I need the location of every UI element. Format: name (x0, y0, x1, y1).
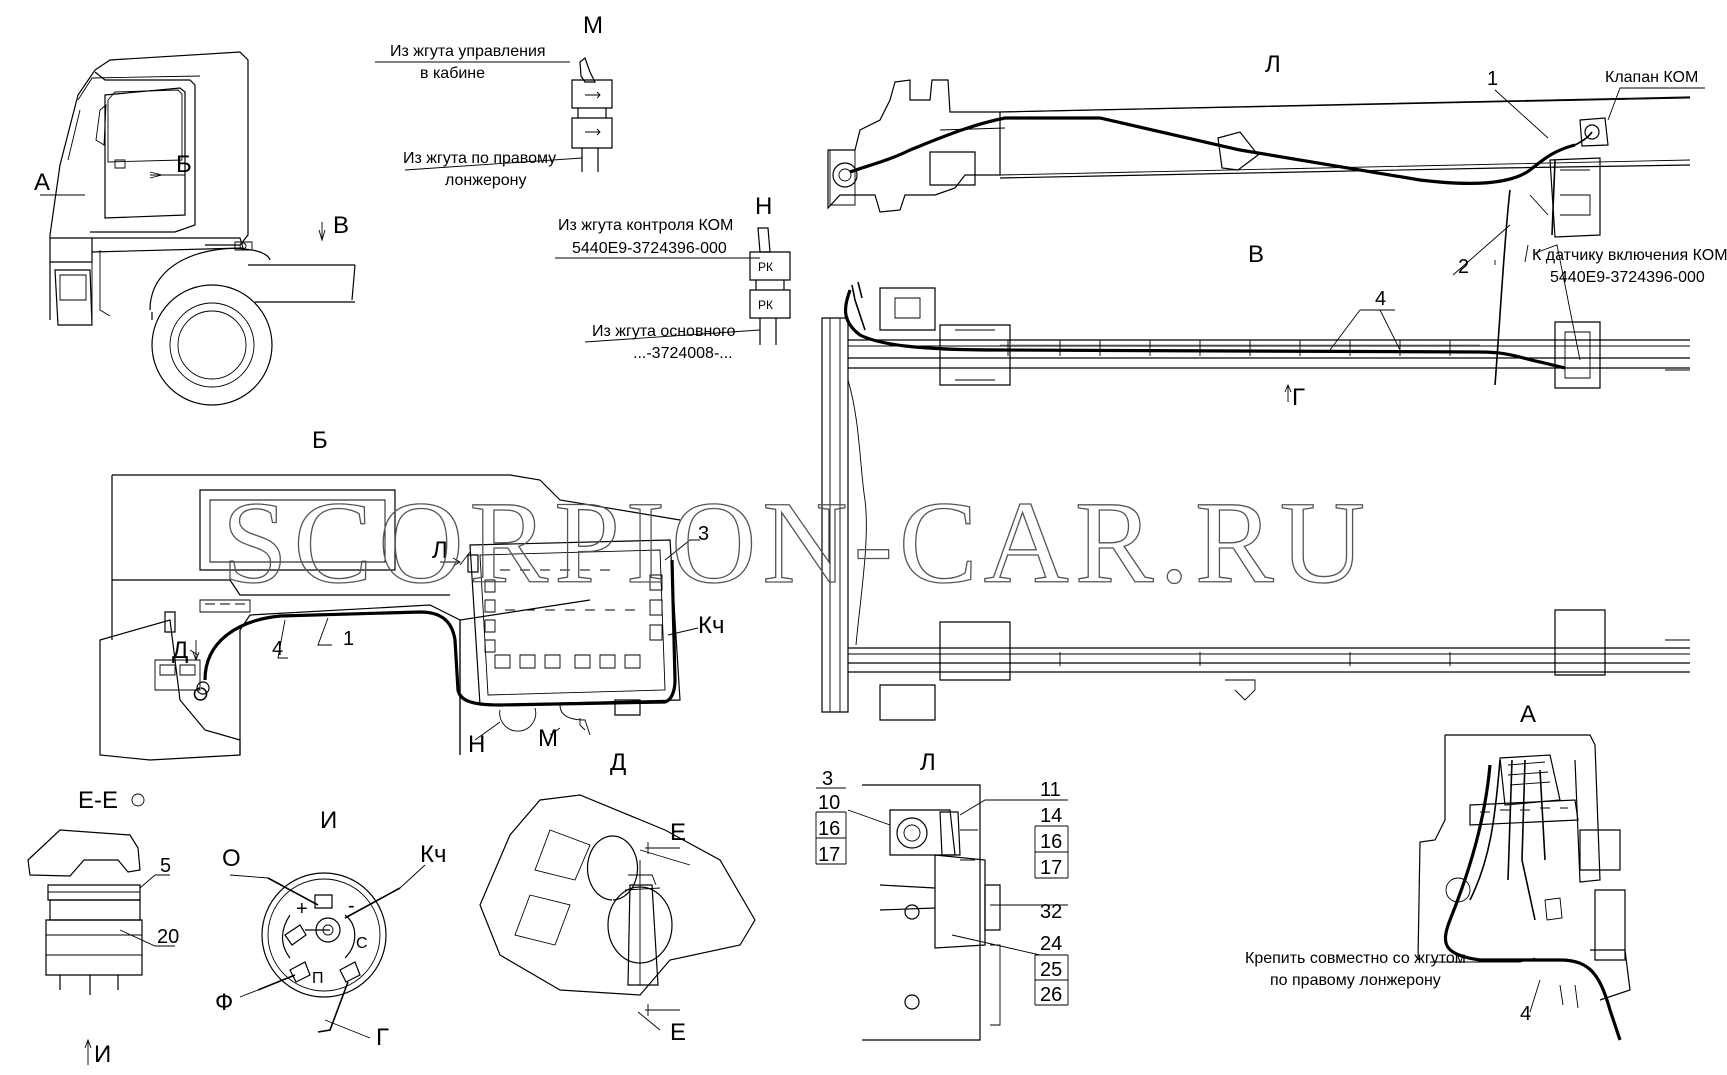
n-note-2a: Из жгута основного (592, 323, 736, 340)
m-note-1b: в кабине (420, 65, 485, 82)
watermark: SCORPION-CAR.RU (222, 477, 1371, 608)
truck-arrow-v: В (333, 212, 349, 239)
view-b: Б Л 3 Кч Д 4 1 Н М (99, 427, 724, 761)
l-detail-right-2: 16 (1040, 831, 1062, 853)
a-callout-4: 4 (1520, 1003, 1531, 1025)
b-label-m: М (538, 725, 558, 752)
view-l-detail-left-table: 3 10 16 17 (815, 768, 847, 866)
view-v-frame: В 4 Г (821, 241, 1690, 721)
a-note-a: Крепить совместно со жгутом (1245, 950, 1466, 967)
i-label-p: П (312, 970, 324, 987)
l-detail-right-1: 14 (1040, 805, 1062, 827)
view-ee: Е-Е 5 20 И (27, 787, 179, 1068)
view-l-top-title: Л (1265, 51, 1281, 78)
view-i: И О Кч + - С П Ф Г (215, 807, 446, 1051)
ee-callout-20: 20 (157, 926, 179, 948)
m-note-1a: Из жгута управления (390, 43, 546, 60)
truck-arrow-a: А (34, 169, 50, 196)
view-l-top: Л 1 2 Клапан КОМ К датчику включения КОМ… (827, 51, 1727, 386)
view-v-title: В (1248, 241, 1264, 268)
view-a-title: А (1520, 701, 1536, 728)
ee-callout-5: 5 (160, 855, 171, 877)
b-label-d: Д (172, 637, 188, 664)
view-m: М Из жгута управления в кабине Из жгута … (375, 12, 613, 189)
l-detail-left-2: 16 (818, 818, 840, 840)
l-detail-right-4: 32 (1040, 901, 1062, 923)
view-l-detail: Л (847, 749, 1041, 1041)
truck-arrow-b: Б (176, 151, 192, 178)
view-l-detail-right-table: 11 14 16 17 32 24 25 26 (1034, 779, 1069, 1006)
i-label-f: Ф (215, 989, 233, 1016)
n-note-2b: ...-3724008-... (633, 345, 733, 362)
b-label-n: Н (468, 731, 485, 758)
view-l-detail-title: Л (920, 749, 936, 776)
view-d: Д Е Е (479, 749, 756, 1046)
b-callout-4: 4 (272, 638, 283, 660)
view-d-title: Д (610, 749, 626, 776)
i-label-s: С (356, 935, 368, 952)
l-top-sensor-label-b: 5440Е9-3724396-000 (1550, 269, 1705, 286)
l-detail-right-6: 25 (1040, 959, 1062, 981)
v-arrow-g: Г (1292, 384, 1305, 411)
i-label-kch: Кч (420, 841, 446, 868)
n-pk1: РК (758, 260, 773, 274)
view-n: Н РК РК Из жгута контроля КОМ 5440Е9-372… (555, 193, 791, 362)
l-detail-right-3: 17 (1040, 857, 1062, 879)
view-m-title: М (583, 12, 603, 39)
ee-arrow-i: И (94, 1041, 111, 1068)
n-note-1b: 5440Е9-3724396-000 (572, 240, 727, 257)
b-callout-1: 1 (343, 628, 354, 650)
view-a: А Крепить совместно со жгутом по правому… (1245, 701, 1631, 1041)
l-detail-left-0: 3 (822, 768, 833, 790)
a-note-b: по правому лонжерону (1270, 972, 1441, 989)
n-note-1a: Из жгута контроля КОМ (558, 217, 733, 234)
b-label-l: Л (432, 537, 448, 564)
v-callout-4: 4 (1375, 288, 1386, 310)
view-b-title: Б (312, 427, 328, 454)
b-callout-3: 3 (698, 523, 709, 545)
i-label-o: О (222, 845, 241, 872)
i-label-g: Г (376, 1024, 389, 1051)
l-detail-left-3: 17 (818, 844, 840, 866)
n-pk2: РК (758, 298, 773, 312)
view-ee-title: Е-Е (78, 787, 118, 814)
m-note-2b: лонжерону (445, 172, 526, 189)
d-section-e-top: Е (670, 819, 686, 846)
l-top-valve-label: Клапан КОМ (1605, 69, 1698, 86)
view-i-title: И (320, 807, 337, 834)
truck-side-view: А Б В (34, 51, 356, 406)
i-label-minus: - (348, 895, 355, 917)
m-note-2a: Из жгута по правому (403, 150, 556, 167)
b-callout-kch: Кч (698, 612, 724, 639)
i-label-plus: + (296, 898, 308, 920)
l-top-callout-2: 2 (1458, 256, 1469, 278)
l-top-sensor-label-a: К датчику включения КОМ (1532, 247, 1727, 264)
l-detail-right-0: 11 (1040, 779, 1061, 801)
view-n-title: Н (755, 193, 772, 220)
l-detail-right-7: 26 (1040, 984, 1062, 1006)
l-detail-right-5: 24 (1040, 933, 1062, 955)
l-top-callout-1: 1 (1487, 68, 1498, 90)
d-section-e-bottom: Е (670, 1019, 686, 1046)
l-detail-left-1: 10 (818, 792, 840, 814)
